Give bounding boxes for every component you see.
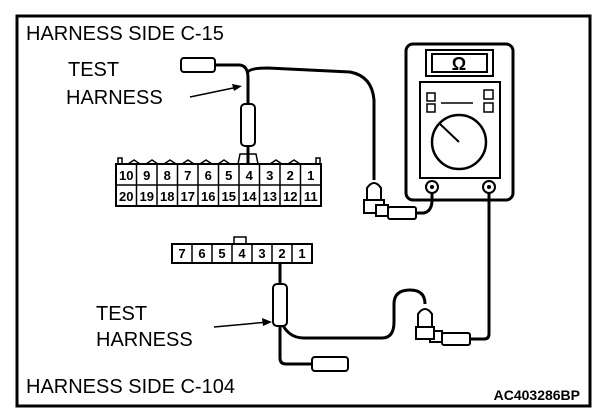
pin-label-6: 6	[198, 246, 205, 261]
pin-label-10: 10	[119, 168, 133, 183]
test-harness-lower-line1: TEST	[96, 303, 147, 325]
pin-label-18: 18	[160, 189, 174, 204]
lower-probe-body	[272, 283, 288, 327]
pin-label-4: 4	[246, 168, 254, 183]
lower-meter-probe	[417, 308, 433, 328]
ohmmeter-button-1	[483, 89, 494, 100]
upper-meter-probe	[366, 182, 382, 201]
pin-label-11: 11	[304, 189, 318, 204]
ohmmeter-screen	[431, 53, 488, 73]
pin-label-4: 4	[238, 246, 246, 261]
pin-label-7: 7	[184, 168, 191, 183]
upper-free-lead-wire-b	[239, 63, 250, 104]
pin-label-6: 6	[205, 168, 212, 183]
ohmmeter-slot-1	[426, 92, 436, 102]
lower-meter-lead-wire	[470, 193, 491, 341]
figure-code: AC403286BP	[494, 387, 580, 403]
ohmmeter-terminal-left-center	[430, 185, 434, 189]
connector-c15-latches	[117, 157, 321, 166]
pin-label-1: 1	[307, 168, 314, 183]
pin-label-14: 14	[242, 189, 257, 204]
pin-label-2: 2	[278, 246, 285, 261]
pin-label-16: 16	[201, 189, 215, 204]
pin-label-2: 2	[287, 168, 294, 183]
pin-label-5: 5	[218, 246, 225, 261]
pin-label-3: 3	[258, 246, 265, 261]
connector-c104-lock-tab	[233, 236, 247, 245]
test-harness-upper-line2: HARNESS	[66, 87, 163, 109]
pin-label-5: 5	[225, 168, 232, 183]
pin-label-19: 19	[140, 189, 154, 204]
upper-probe-body	[240, 103, 256, 147]
connector-c104-housing	[171, 243, 313, 264]
harness-side-c104-label: HARNESS SIDE C-104	[26, 376, 235, 398]
upper-meter-clip-1	[375, 204, 389, 217]
lower-free-lead-wire	[278, 326, 312, 366]
test-harness-upper-line1: TEST	[68, 59, 119, 81]
ohmmeter-button-2	[483, 102, 494, 113]
upper-meter-lead-wire	[416, 193, 434, 215]
pin-label-15: 15	[222, 189, 236, 204]
connector-c15-lock-tab	[237, 153, 259, 165]
test-harness-lower-leader	[213, 321, 269, 328]
pin-label-1: 1	[298, 246, 305, 261]
harness-side-c15-label: HARNESS SIDE C-15	[26, 23, 224, 45]
lower-meter-clip-2	[415, 326, 435, 340]
upper-meter-clip-2	[387, 206, 417, 220]
pin-label-7: 7	[178, 246, 185, 261]
diagram-border	[15, 14, 592, 408]
test-harness-lower-line2: HARNESS	[96, 329, 193, 351]
ohmmeter-slot-2	[426, 103, 436, 113]
pin-label-17: 17	[181, 189, 195, 204]
ohmmeter-terminal-right-center	[487, 185, 491, 189]
test-harness-upper-arrowhead	[232, 84, 242, 91]
test-harness-upper-leader	[189, 86, 239, 98]
pin-label-13: 13	[263, 189, 277, 204]
pin-label-20: 20	[119, 189, 133, 204]
ohmmeter-dial-pointer	[439, 123, 460, 143]
lower-wire-to-meter	[278, 288, 427, 340]
pin-label-3: 3	[266, 168, 273, 183]
ohm-symbol: Ω	[452, 54, 466, 74]
pin-label-8: 8	[164, 168, 171, 183]
lower-meter-plug	[441, 332, 471, 346]
upper-wire-to-meter	[246, 66, 376, 180]
pin-label-9: 9	[143, 168, 150, 183]
upper-free-lead-plug	[180, 57, 216, 73]
test-harness-lower-arrowhead	[262, 318, 272, 326]
lower-free-lead-plug	[311, 356, 349, 372]
pin-label-12: 12	[283, 189, 297, 204]
